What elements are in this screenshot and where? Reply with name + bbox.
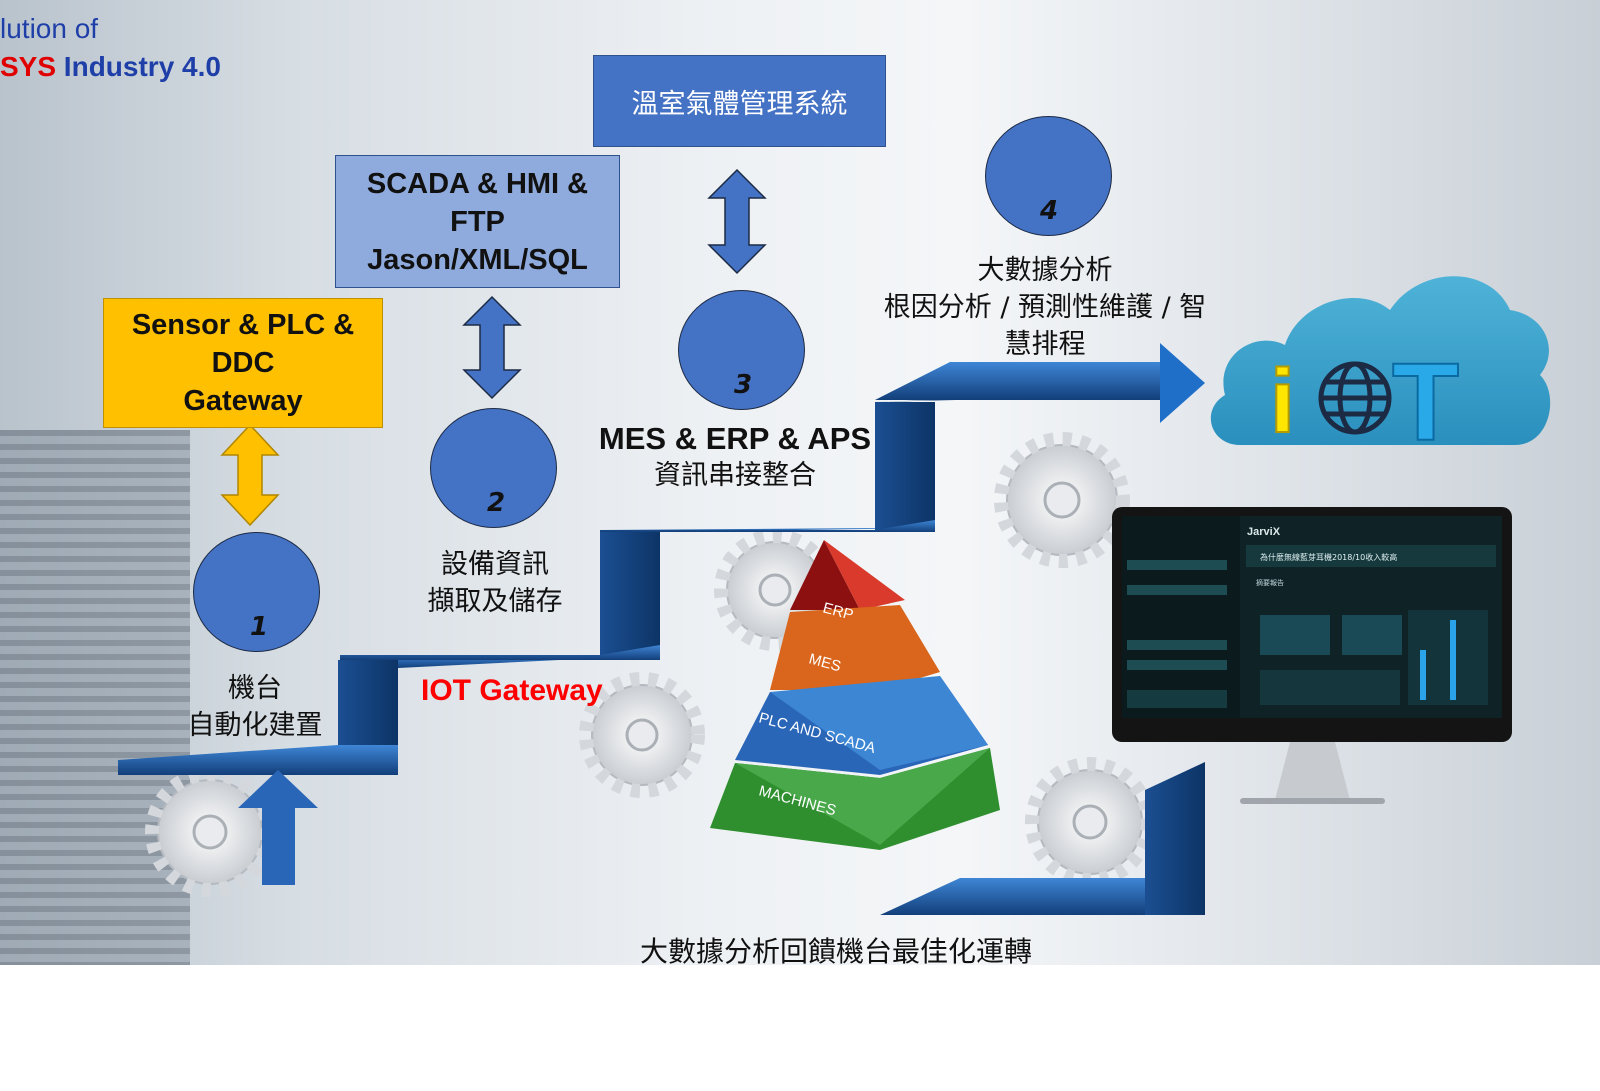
step-2-line-1: 設備資訊 bbox=[441, 549, 549, 580]
sensor-box: Sensor & PLC & DDC Gateway bbox=[103, 298, 383, 428]
step-4-circle bbox=[985, 116, 1112, 236]
scada-box: SCADA & HMI & FTP Jason/XML/SQL bbox=[335, 155, 620, 288]
header-brand: SYS bbox=[0, 51, 57, 82]
scada-line-2: FTP bbox=[450, 205, 505, 238]
step-2-label: 設備資訊 擷取及儲存 bbox=[395, 546, 595, 620]
header-title: lution of SYS Industry 4.0 bbox=[0, 10, 221, 86]
step-4-line-1: 大數據分析 bbox=[977, 255, 1113, 286]
gear-teeth bbox=[145, 432, 1155, 897]
step-3-label: MES & ERP & APS 資訊串接整合 bbox=[585, 420, 885, 494]
step-1-line-1: 機台 bbox=[228, 673, 282, 704]
server-rack-background bbox=[0, 430, 190, 965]
iot-gateway-label: IOT Gateway bbox=[421, 674, 603, 707]
diagram-shapes: ERP MES PLC AND SCADA MACHINES i T bbox=[118, 168, 1551, 915]
sensor-line-1: Sensor & PLC & bbox=[131, 309, 355, 341]
monitor-icon bbox=[1112, 507, 1512, 804]
step-4-number: 4 bbox=[1040, 196, 1059, 226]
gear-hub-icon bbox=[192, 481, 1108, 850]
monitor-title: 為什麼無線藍芽耳機2018/10收入較高 bbox=[1260, 552, 1397, 562]
yellow-double-arrow-icon bbox=[220, 423, 280, 527]
iot-cloud-icon: i T bbox=[1210, 276, 1551, 465]
monitor-report-label: 摘要報告 bbox=[1256, 578, 1284, 587]
step-3-number: 3 bbox=[734, 370, 753, 400]
step-3-line-1: MES & ERP & APS bbox=[598, 421, 872, 456]
step-1-label: 機台 自動化建置 bbox=[155, 670, 355, 744]
step-4-label: 大數據分析 根因分析 / 預測性維護 / 智 慧排程 bbox=[845, 252, 1245, 363]
sensor-line-2: DDC bbox=[211, 347, 275, 379]
step-4-line-3: 慧排程 bbox=[1004, 329, 1086, 360]
greenhouse-gas-box: 溫室氣體管理系統 bbox=[593, 55, 886, 147]
up-arrow-icon bbox=[238, 770, 318, 885]
header-line-2: SYS Industry 4.0 bbox=[0, 48, 221, 86]
monitor-brand: JarviX bbox=[1247, 526, 1281, 538]
step-1-line-2: 自動化建置 bbox=[187, 710, 323, 741]
feedback-stair-shape bbox=[880, 762, 1205, 915]
greenhouse-gas-label: 溫室氣體管理系統 bbox=[631, 88, 848, 120]
iot-letter-t: T bbox=[1392, 341, 1459, 464]
feedback-caption: 大數據分析回饋機台最佳化運轉 bbox=[640, 935, 1033, 968]
step-1-number: 1 bbox=[250, 612, 269, 642]
sensor-line-3: Gateway bbox=[183, 385, 303, 417]
pyramid-diagram bbox=[710, 540, 1000, 850]
globe-icon bbox=[1318, 361, 1392, 435]
step-2-circle bbox=[430, 408, 557, 528]
step-1-circle bbox=[193, 532, 320, 652]
step-4-line-2: 根因分析 / 預測性維護 / 智 bbox=[883, 292, 1207, 323]
scada-line-1: SCADA & HMI & bbox=[366, 167, 589, 200]
blue-double-arrow-icon bbox=[462, 168, 767, 400]
gear-icon bbox=[157, 444, 1143, 885]
staircase-shape bbox=[118, 343, 1205, 775]
step-2-line-2: 擷取及儲存 bbox=[427, 586, 563, 617]
step-3-circle bbox=[678, 290, 805, 410]
scada-line-3: Jason/XML/SQL bbox=[367, 243, 588, 276]
step-3-line-2: 資訊串接整合 bbox=[654, 460, 816, 491]
header-line-1: lution of bbox=[0, 13, 99, 44]
header-industry: Industry 4.0 bbox=[56, 51, 221, 82]
iot-letter-i: i bbox=[1270, 352, 1295, 452]
step-2-number: 2 bbox=[487, 488, 506, 518]
